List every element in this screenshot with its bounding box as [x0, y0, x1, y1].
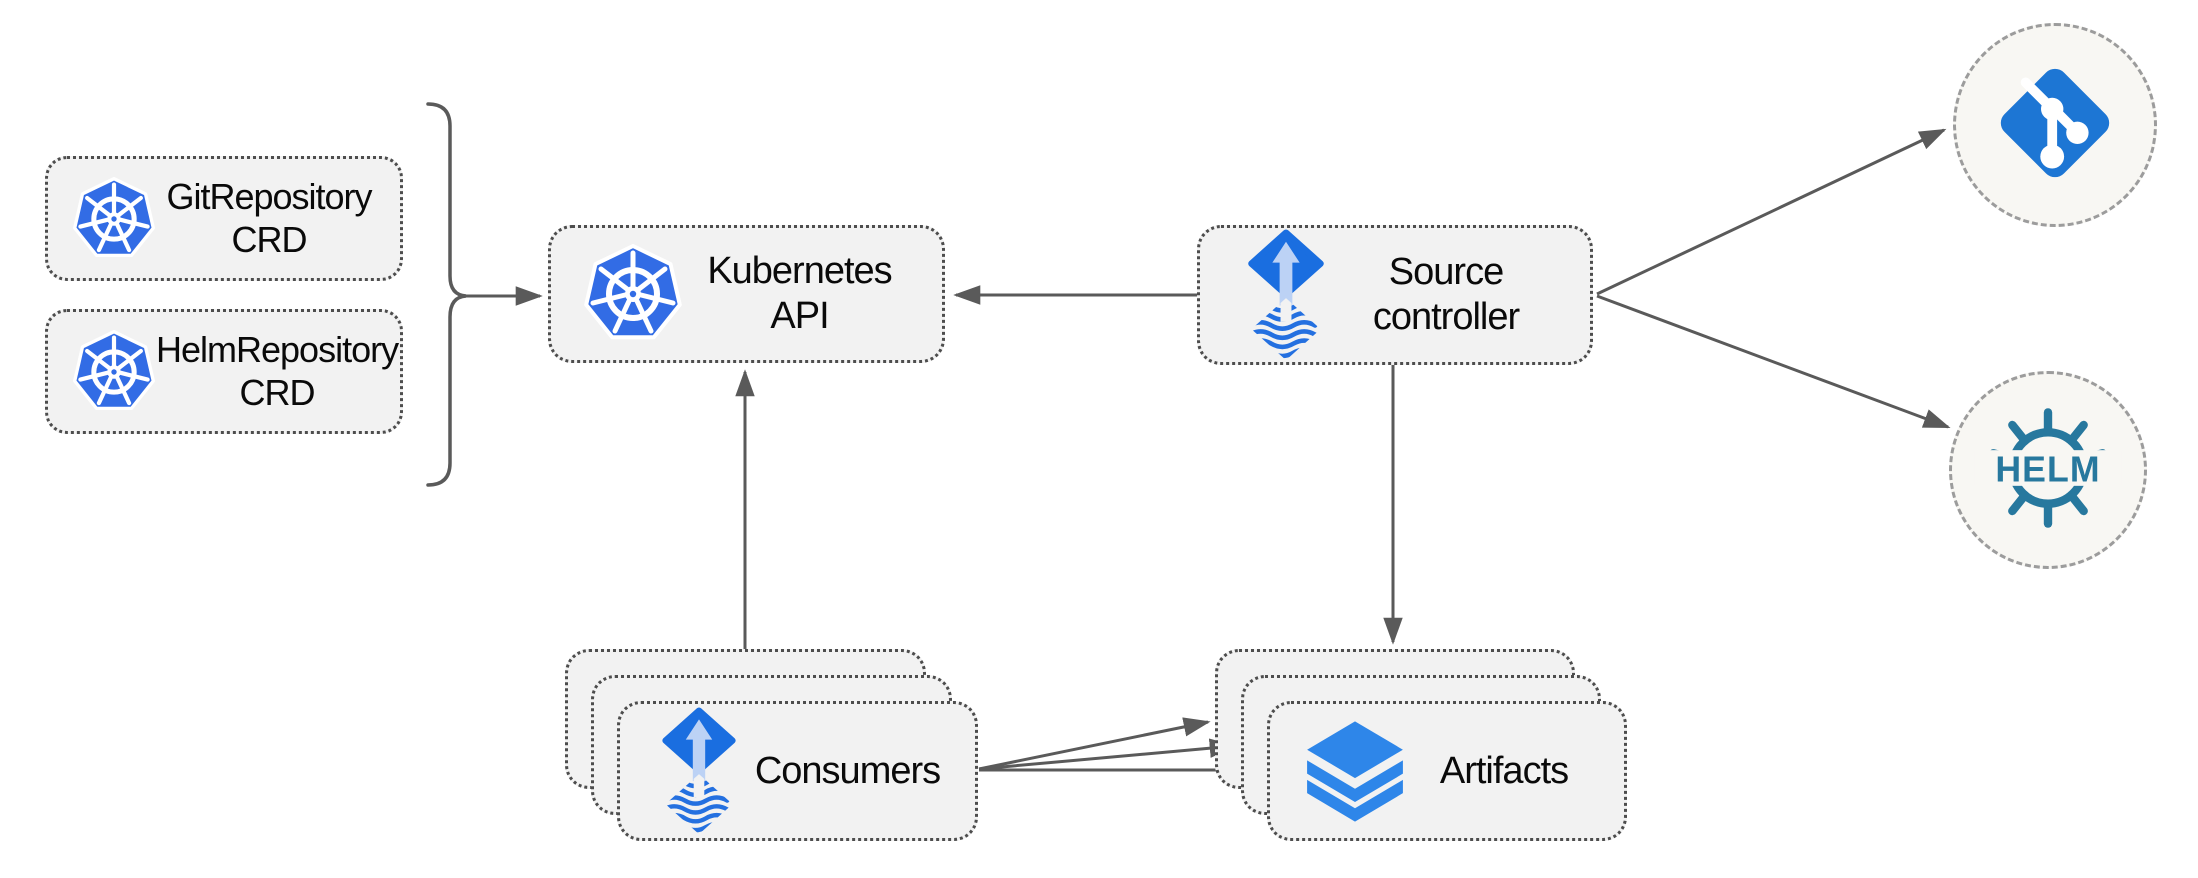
- arrow-source-to-git: [1596, 128, 1947, 296]
- node-consumers: Consumers: [617, 701, 978, 841]
- node-label: Artifacts: [1439, 749, 1569, 792]
- arrow-consumers-to-artifacts-2: [978, 738, 1237, 771]
- node-label: HelmRepository CRD: [156, 329, 399, 413]
- layers-icon: [1300, 716, 1410, 826]
- kubernetes-icon: [72, 176, 156, 261]
- node-label: Consumers: [754, 749, 941, 792]
- node-artifacts: Artifacts: [1267, 701, 1627, 841]
- node-kubernetes-api: Kubernetes API: [548, 225, 945, 363]
- node-helm-repository-crd: HelmRepository CRD: [45, 309, 403, 434]
- flux-icon: [654, 707, 744, 835]
- flux-icon: [1240, 229, 1332, 361]
- node-git-repository-crd: GitRepository CRD: [45, 156, 403, 281]
- node-label: Source controller: [1372, 251, 1520, 338]
- helm-logo-text: HELM: [1995, 449, 2100, 489]
- arrow-consumers-to-artifacts-1: [978, 717, 1211, 771]
- node-source-controller: Source controller: [1197, 225, 1593, 365]
- helm-icon: HELM: [1974, 404, 2122, 537]
- node-label: Kubernetes API: [707, 250, 892, 337]
- node-git-registry: [1953, 23, 2157, 227]
- crd-group-brace: [426, 102, 467, 487]
- node-label: GitRepository CRD: [166, 176, 372, 260]
- node-helm-registry: HELM: [1949, 371, 2147, 569]
- git-icon: [1985, 53, 2125, 198]
- kubernetes-icon: [72, 329, 156, 414]
- arrow-source-to-helm: [1596, 294, 1951, 429]
- kubernetes-icon: [583, 244, 683, 344]
